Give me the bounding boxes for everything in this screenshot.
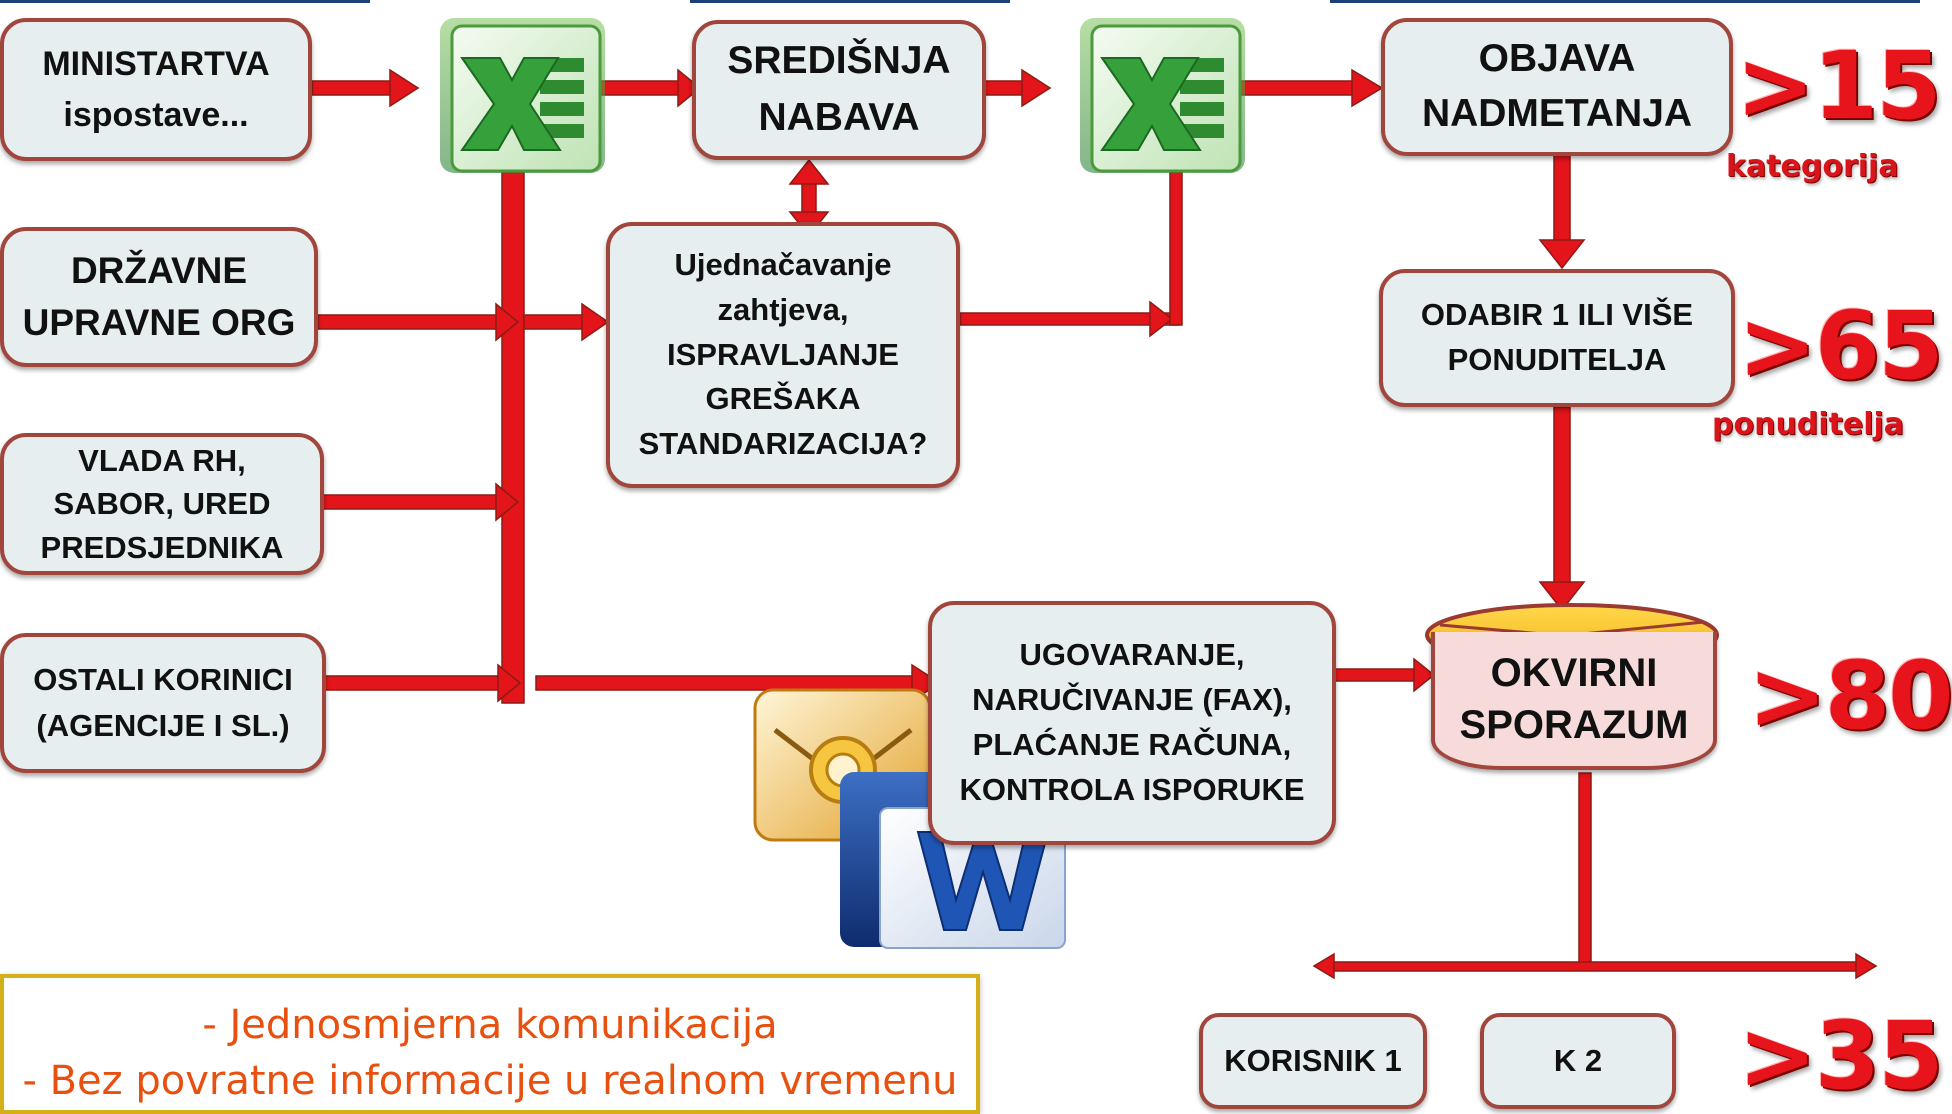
box-sredisnja-nabava: SREDIŠNJA NABAVA (692, 20, 986, 160)
box-objava-nadmetanja-label: OBJAVA NADMETANJA (1421, 37, 1693, 135)
box-ugovaranje: UGOVARANJE, NARUČIVANJE (FAX), PLAĆANJE … (928, 601, 1336, 845)
box-ostali: OSTALI KORINICI (AGENCIJE I SL.) (0, 633, 326, 773)
excel-icon (440, 18, 605, 173)
box-korisnik-1-label: KORISNIK 1 (1224, 1043, 1402, 1078)
top-rule (1330, 0, 1920, 3)
box-ministarstva-label: MINISTARTVA ispostave... (42, 44, 270, 134)
connector-arrows (311, 18, 1878, 980)
stat-categories-value: >15 (1736, 32, 1942, 141)
top-rule (690, 0, 1010, 3)
box-k2: K 2 (1480, 1013, 1676, 1109)
box-okvirni-sporazum: OKVIRNI SPORAZUM (1431, 632, 1717, 770)
top-rule (0, 0, 370, 3)
notes-box: - Jednosmjerna komunikacija - Bez povrat… (0, 974, 980, 1114)
box-odabir: ODABIR 1 ILI VIŠE PONUDITELJA (1379, 269, 1735, 407)
stat-users-value: >35 (1738, 1002, 1944, 1111)
box-vlada-label: VLADA RH, SABOR, URED PREDSJEDNIKA (40, 442, 284, 565)
excel-icon (1080, 18, 1245, 173)
box-drzavne-label: DRŽAVNE UPRAVNE ORG (22, 250, 296, 343)
stat-bidders-value: >65 (1738, 292, 1944, 401)
box-k2-label: K 2 (1553, 1043, 1603, 1078)
box-objava-nadmetanja: OBJAVA NADMETANJA (1381, 18, 1733, 156)
box-ujednacavanje: Ujednačavanje zahtjeva, ISPRAVLJANJE GRE… (606, 222, 960, 488)
box-ministarstva: MINISTARTVA ispostave... (0, 18, 312, 161)
box-drzavne: DRŽAVNE UPRAVNE ORG (0, 227, 318, 367)
stat-bidders-label: ponuditelja (1712, 407, 1905, 442)
box-vlada: VLADA RH, SABOR, URED PREDSJEDNIKA (0, 433, 324, 575)
box-sredisnja-nabava-label: SREDIŠNJA NABAVA (727, 39, 951, 139)
note-line-2: - Bez povratne informacije u realnom vre… (22, 1058, 958, 1104)
stat-categories-label: kategorija (1726, 149, 1899, 184)
box-ostali-label: OSTALI KORINICI (AGENCIJE I SL.) (33, 661, 293, 744)
box-okvirni-sporazum-label: OKVIRNI SPORAZUM (1459, 651, 1689, 747)
note-line-1: - Jednosmjerna komunikacija (202, 1002, 778, 1048)
stat-contracts-value: >80 (1748, 642, 1952, 751)
box-ujednacavanje-label: Ujednačavanje zahtjeva, ISPRAVLJANJE GRE… (638, 246, 928, 462)
box-ugovaranje-label: UGOVARANJE, NARUČIVANJE (FAX), PLAĆANJE … (959, 637, 1305, 807)
box-odabir-label: ODABIR 1 ILI VIŠE PONUDITELJA (1420, 297, 1694, 377)
box-korisnik-1: KORISNIK 1 (1199, 1013, 1427, 1109)
